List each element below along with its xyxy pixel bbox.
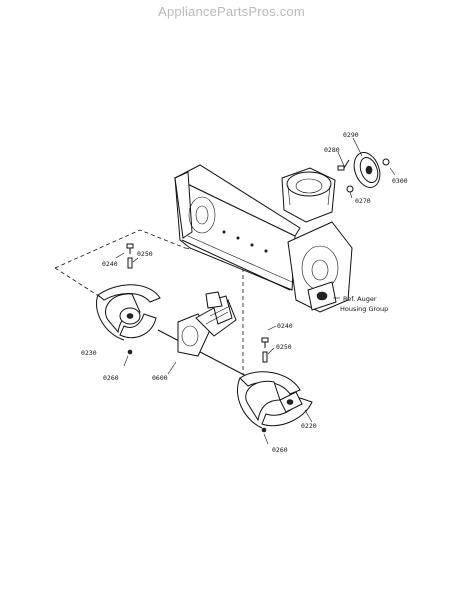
label-0600: 0600 — [152, 374, 168, 382]
label-0250-left: 0250 — [137, 250, 153, 258]
left-shear-bolt — [115, 243, 139, 367]
right-shear-bolt — [261, 325, 277, 445]
label-0220: 0220 — [301, 422, 317, 430]
label-0290: 0290 — [343, 131, 359, 139]
pulley-assembly — [337, 137, 396, 199]
label-0260-left: 0260 — [103, 374, 119, 382]
label-0240-left: 0240 — [102, 260, 118, 268]
auger-housing — [173, 164, 353, 313]
label-0300: 0300 — [392, 177, 408, 185]
label-0240-right: 0240 — [277, 322, 293, 330]
gearbox — [157, 291, 251, 379]
label-0230: 0230 — [81, 349, 97, 357]
watermark: AppliancePartsPros.com — [158, 4, 305, 19]
left-auger — [96, 284, 161, 341]
right-auger — [236, 371, 313, 429]
ref-housing-group-label: Housing Group — [340, 305, 388, 313]
label-0260-right: 0260 — [272, 446, 288, 454]
label-0270: 0270 — [355, 197, 371, 205]
ref-auger-label: Ref. Auger — [343, 295, 377, 303]
label-0250-right: 0250 — [276, 343, 292, 351]
label-0280: 0280 — [324, 146, 340, 154]
